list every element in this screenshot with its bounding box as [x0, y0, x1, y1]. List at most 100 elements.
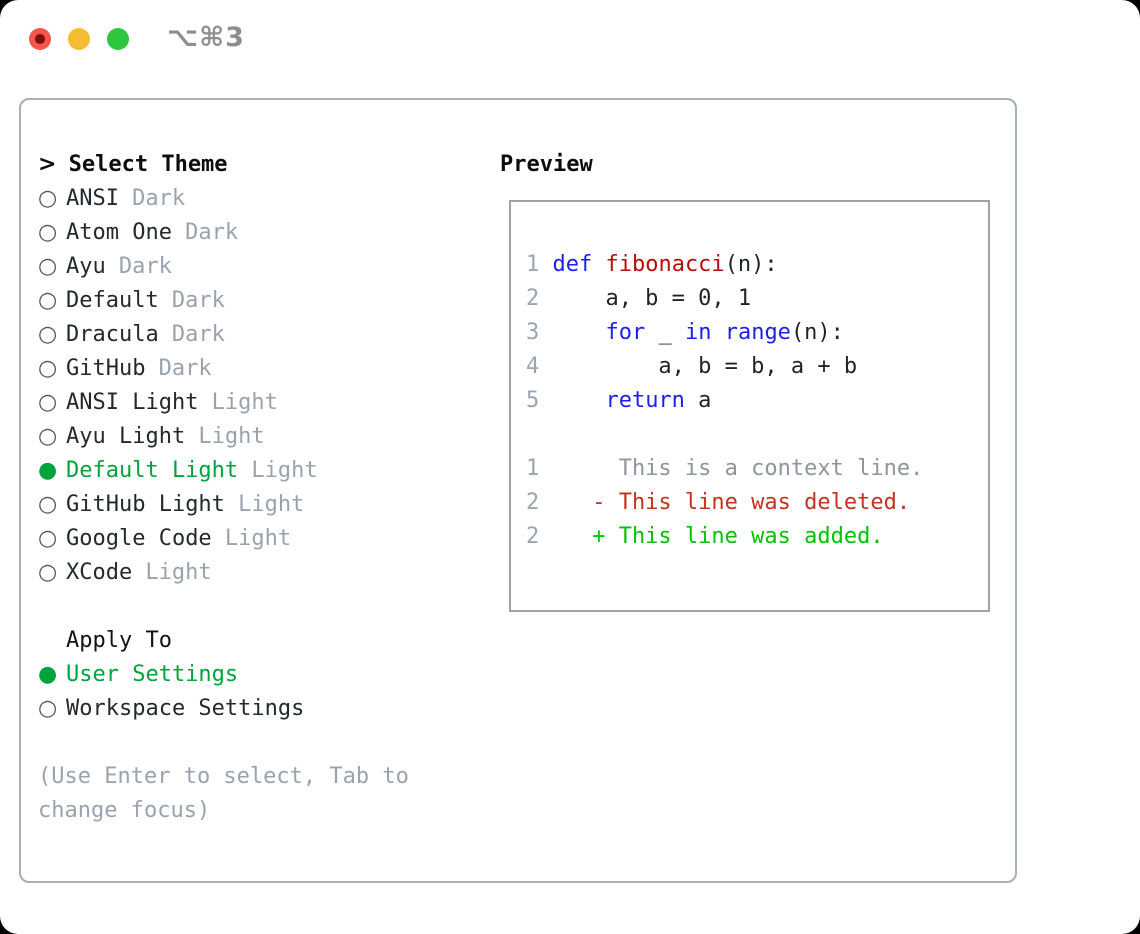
theme-variant: Dark — [158, 356, 212, 381]
minimize-button[interactable] — [68, 28, 90, 50]
code-token: for — [605, 320, 646, 345]
theme-option-atom-one-dark[interactable]: ○ Atom One Dark — [38, 216, 468, 250]
apply-to-heading: Apply To — [38, 624, 468, 658]
line-number: 2 — [526, 524, 540, 549]
theme-option-default-light[interactable]: ● Default Light Light — [38, 454, 468, 488]
line-number: 4 — [526, 354, 540, 379]
code-line: 5 return a — [526, 384, 988, 418]
radio-icon: ○ — [38, 560, 58, 585]
theme-variant: Light — [224, 526, 292, 551]
code-token — [711, 320, 724, 345]
select-theme-label: Select Theme — [68, 152, 228, 177]
theme-name: Ayu Light — [65, 424, 186, 449]
blank-marker — [38, 624, 66, 658]
apply-to-label: Apply To — [65, 628, 172, 653]
theme-name: Dracula — [65, 322, 159, 347]
code-token: return — [605, 388, 685, 413]
apply-option-label: Workspace Settings — [65, 696, 305, 721]
code-line: 3 for _ in range(n): — [526, 316, 988, 350]
theme-name: Default — [65, 288, 159, 313]
theme-option-xcode-light[interactable]: ○ XCode Light — [38, 556, 468, 590]
code-token — [552, 388, 605, 413]
code-token — [592, 252, 605, 277]
code-token: _ — [645, 320, 685, 345]
radio-icon: ○ — [38, 390, 58, 415]
theme-variant: Dark — [171, 322, 225, 347]
theme-variant: Light — [238, 492, 305, 517]
radio-icon: ○ — [38, 288, 58, 313]
code-line-blank — [526, 418, 988, 452]
theme-option-ayu-light[interactable]: ○ Ayu Light Light — [38, 420, 468, 454]
line-number: 2 — [526, 286, 540, 311]
radio-selected-icon: ● — [38, 458, 58, 483]
theme-option-default-dark[interactable]: ○ Default Dark — [38, 284, 468, 318]
theme-variant: Dark — [171, 288, 225, 313]
theme-variant: Light — [145, 560, 212, 585]
radio-icon: ○ — [38, 356, 58, 381]
window-title-shortcut: ⌥⌘3 — [167, 22, 245, 53]
theme-name: ANSI Light — [65, 390, 199, 415]
theme-name: Default Light — [65, 458, 239, 483]
preview-heading: Preview — [500, 152, 593, 177]
code-token: a, b = b, a + b — [552, 354, 858, 379]
focus-caret-icon: > — [38, 152, 57, 177]
theme-option-github-dark[interactable]: ○ GitHub Dark — [38, 352, 468, 386]
theme-variant: Light — [198, 424, 265, 449]
keyboard-hint: (Use Enter to select, Tab to change focu… — [38, 764, 409, 823]
theme-name: Atom One — [65, 220, 172, 245]
radio-icon: ○ — [38, 696, 58, 721]
close-button[interactable] — [29, 28, 51, 50]
theme-option-google-code-light[interactable]: ○ Google Code Light — [38, 522, 468, 556]
code-token: in — [684, 320, 712, 345]
line-number: 5 — [526, 388, 540, 413]
theme-variant: Dark — [118, 254, 172, 279]
apply-option-user-settings[interactable]: ●User Settings — [38, 658, 468, 692]
radio-icon: ○ — [38, 322, 58, 347]
code-token: a — [684, 388, 712, 413]
apply-option-label: User Settings — [65, 662, 239, 687]
zoom-button[interactable] — [107, 28, 129, 50]
code-token: (n): — [724, 252, 778, 277]
theme-variant: Light — [251, 458, 318, 483]
select-theme-heading: > Select Theme — [38, 148, 468, 182]
theme-name: Google Code — [65, 526, 212, 551]
diff-added-line: 2 + This line was added. — [526, 520, 988, 554]
code-token: def — [552, 252, 593, 277]
theme-name: GitHub — [65, 356, 146, 381]
code-token: a, b = 0, 1 — [552, 286, 752, 311]
line-number: 1 — [526, 252, 540, 277]
radio-icon: ○ — [38, 254, 58, 279]
close-dot-icon — [35, 34, 45, 44]
theme-variant: Dark — [185, 220, 239, 245]
code-token: range — [724, 320, 791, 345]
radio-icon: ○ — [38, 492, 58, 517]
radio-icon: ○ — [38, 186, 58, 211]
line-number: 2 — [526, 490, 540, 515]
radio-icon: ○ — [38, 220, 58, 245]
code-token: (n): — [790, 320, 844, 345]
radio-icon: ○ — [38, 526, 58, 551]
radio-icon: ○ — [38, 424, 58, 449]
theme-name: ANSI — [65, 186, 119, 211]
line-number: 1 — [526, 456, 540, 481]
diff-context-line: 1 This is a context line. — [526, 452, 988, 486]
code-token: This is a context line. — [552, 456, 924, 481]
code-token: + This line was added. — [552, 524, 884, 549]
spacer — [38, 590, 468, 624]
apply-option-workspace-settings[interactable]: ○ Workspace Settings — [38, 692, 468, 726]
spacer — [38, 726, 468, 760]
line-number: 3 — [526, 320, 540, 345]
theme-option-dracula-dark[interactable]: ○ Dracula Dark — [38, 318, 468, 352]
code-token: fibonacci — [605, 252, 725, 277]
code-token — [552, 320, 605, 345]
theme-name: XCode — [65, 560, 133, 585]
